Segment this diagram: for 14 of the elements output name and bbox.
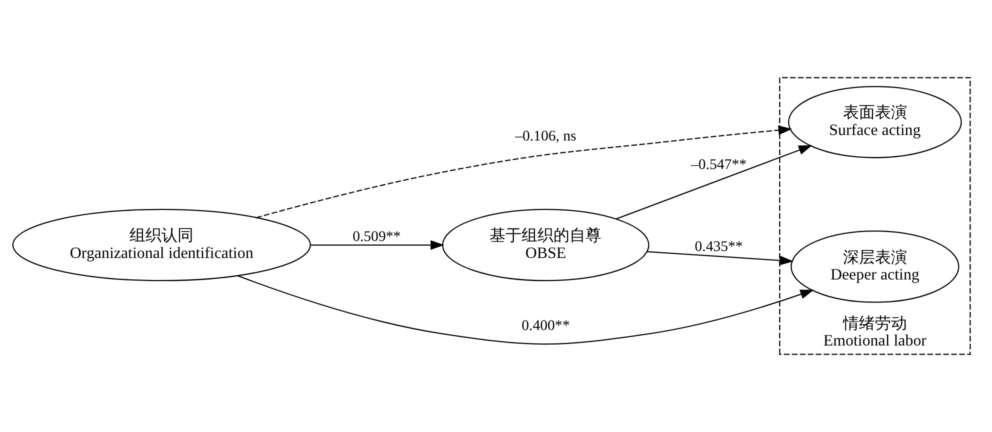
arrow	[647, 251, 794, 266]
node-ellipse: 组织认同 Organizational identification	[12, 208, 311, 282]
arrow	[237, 275, 814, 345]
arrow	[256, 125, 792, 218]
node-ellipse: 表面表演 Surface acting	[788, 86, 962, 158]
arrow	[616, 145, 812, 220]
arrow	[310, 240, 444, 250]
edge-label: 0.400**	[522, 318, 570, 334]
node-ellipse: 基于组织的自尊 OBSE	[442, 208, 650, 282]
edge-label: 0.509**	[352, 228, 401, 245]
edge-label: –0.547**	[691, 157, 747, 174]
node-ellipse: 深层表演 Deeper acting	[790, 230, 960, 303]
edge-label: –0.106, ns	[515, 128, 576, 145]
edge-label: 0.435**	[694, 239, 743, 256]
